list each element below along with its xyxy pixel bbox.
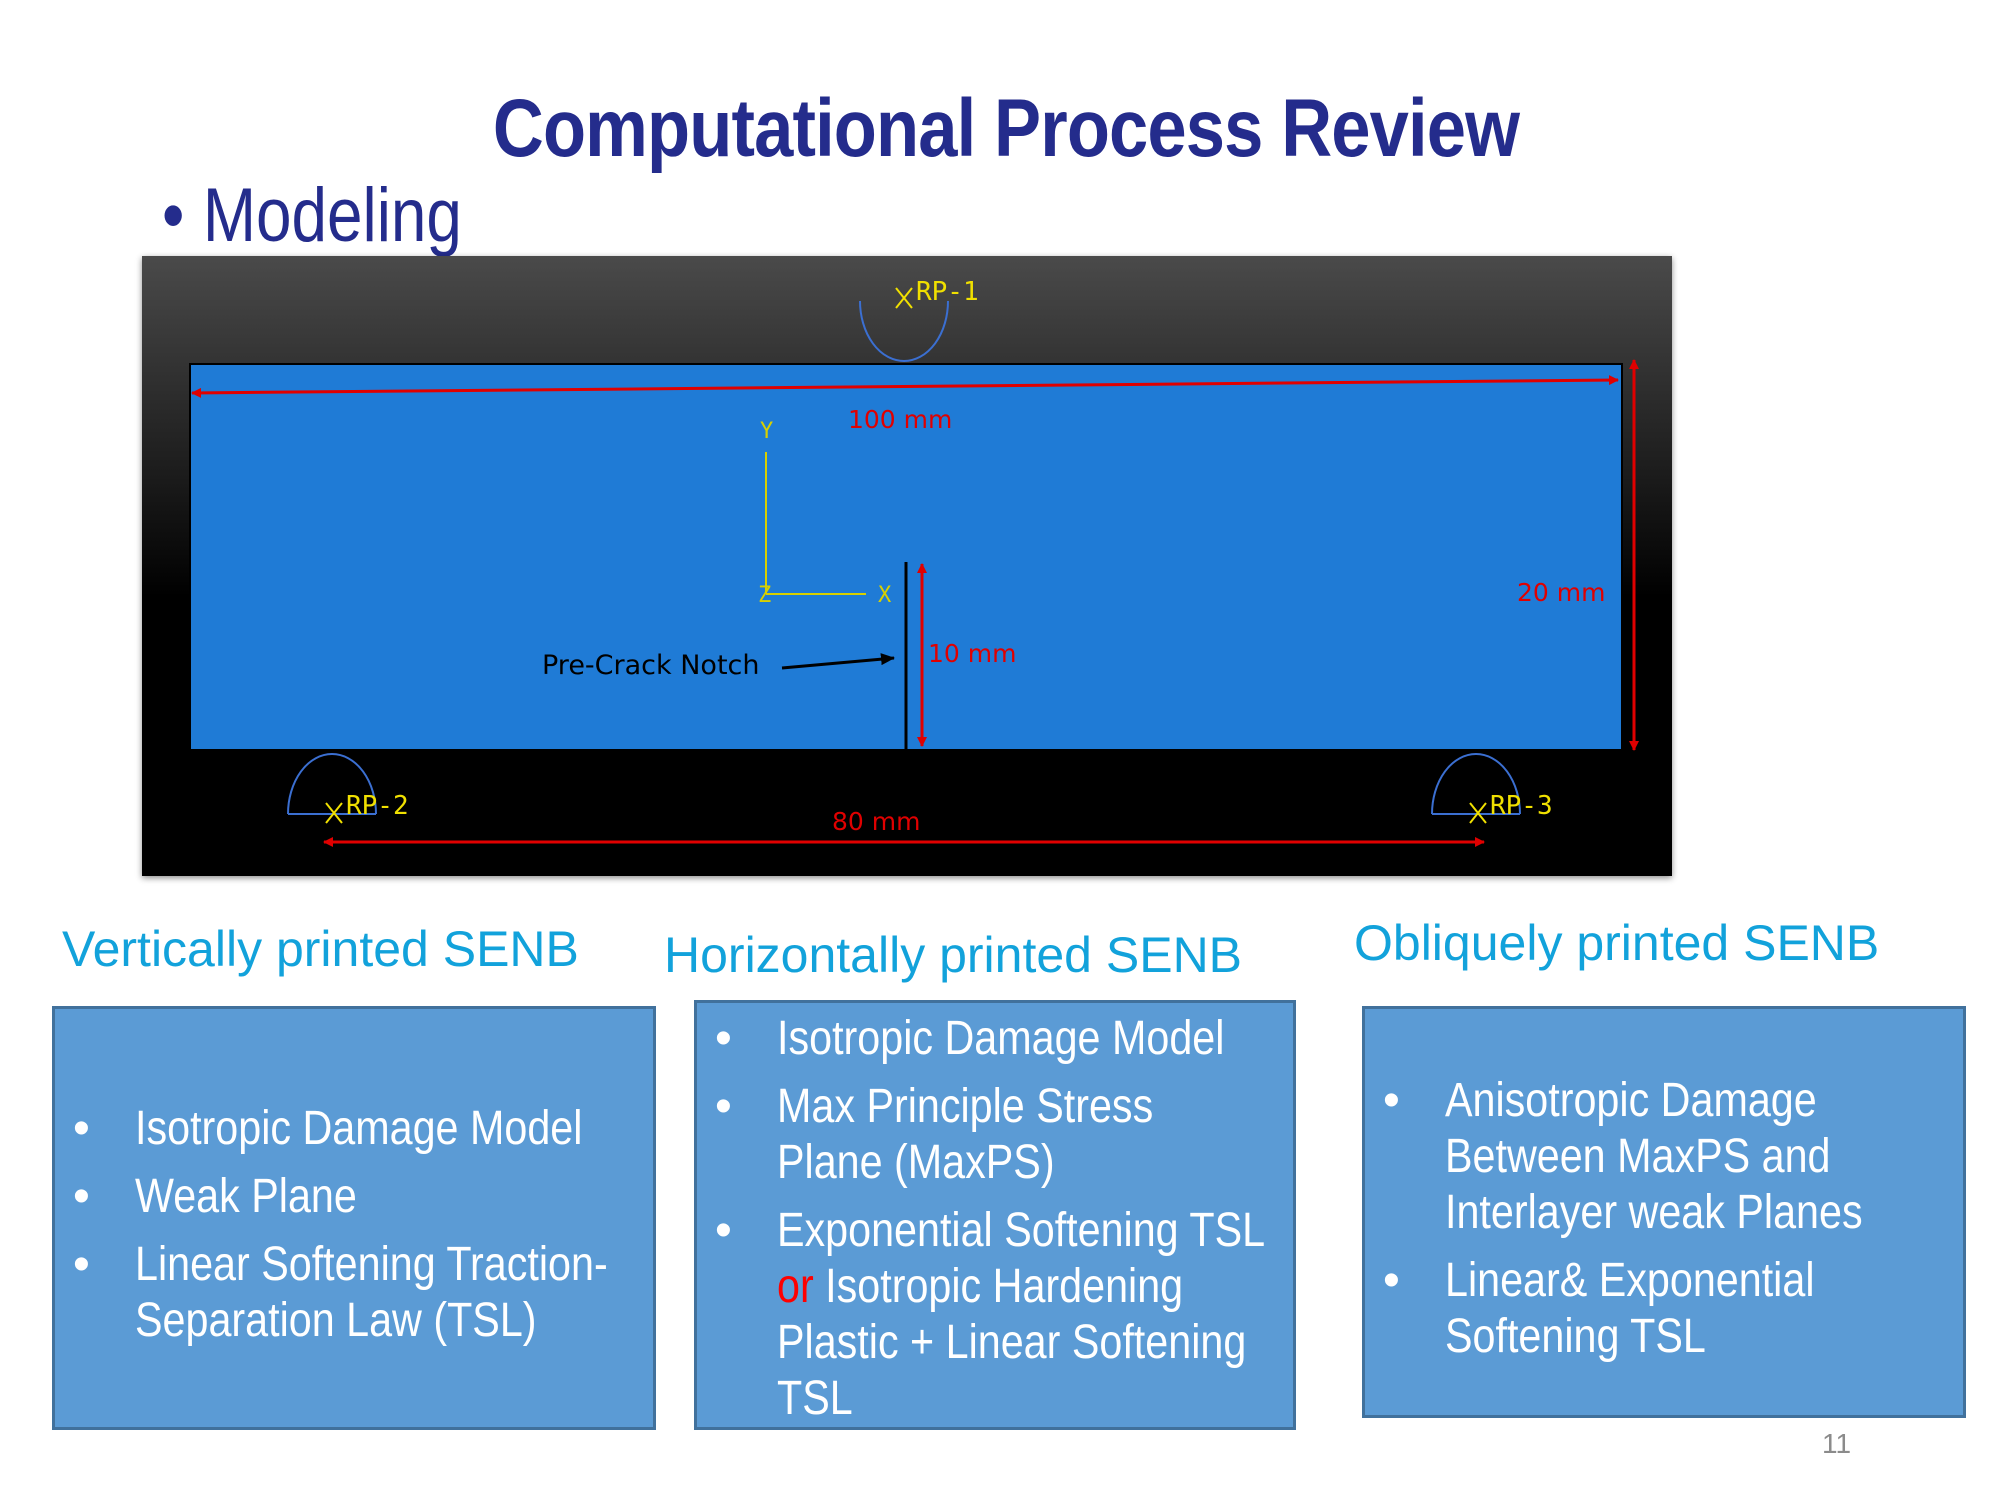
list-horizontally-printed: •Isotropic Damage Model •Max Principle S… — [697, 1011, 1293, 1427]
modeling-bullet: •Modeling — [162, 172, 462, 259]
rp2-roller — [287, 753, 377, 815]
box-horizontally-printed: •Isotropic Damage Model •Max Principle S… — [694, 1000, 1296, 1430]
rp2-label: RP-2 — [346, 791, 409, 821]
rp3-label: RP-3 — [1490, 791, 1553, 821]
list-vertically-printed: •Isotropic Damage Model •Weak Plane •Lin… — [55, 1101, 653, 1349]
page-number: 11 — [1822, 1428, 1852, 1459]
dimension-notch-label: 10 mm — [928, 639, 1016, 668]
dimension-length-line — [191, 375, 1619, 398]
notch-pointer-arrow — [781, 653, 895, 670]
axis-y-label: Y — [760, 419, 773, 444]
dimension-length-label: 100 mm — [848, 405, 952, 434]
axis-x-label: X — [878, 583, 892, 608]
bullet-dot: • — [162, 173, 185, 258]
modeling-label: Modeling — [202, 173, 462, 258]
notch-label: Pre-Crack Notch — [542, 650, 760, 681]
rp1-label: RP-1 — [916, 277, 979, 307]
list-item: •Weak Plane — [73, 1170, 357, 1223]
heading-vertically-printed: Vertically printed SENB — [62, 921, 579, 977]
heading-obliquely-printed: Obliquely printed SENB — [1354, 915, 1880, 971]
rp2-cross-icon — [325, 802, 343, 824]
list-item: •Isotropic Damage Model — [73, 1102, 583, 1155]
senb-model-figure: RP-1 100 mm 20 mm Y X Z 10 mm Pre-Crack … — [142, 256, 1672, 876]
rp3-cross-icon — [1469, 802, 1487, 824]
list-item: •Linear Softening Traction-Separation La… — [73, 1238, 608, 1347]
list-item: •Isotropic Damage Model — [715, 1012, 1225, 1065]
box-vertically-printed: •Isotropic Damage Model •Weak Plane •Lin… — [52, 1006, 656, 1430]
rp1-cross-icon — [895, 287, 913, 309]
rp3-roller — [1431, 753, 1521, 815]
slide-title: Computational Process Review — [492, 83, 1520, 174]
senb-model-svg: RP-1 100 mm 20 mm Y X Z 10 mm Pre-Crack … — [142, 256, 1672, 876]
rp1-roller — [859, 300, 949, 362]
axis-z-label: Z — [758, 583, 771, 608]
heading-horizontally-printed: Horizontally printed SENB — [664, 927, 1243, 983]
or-highlight: or — [777, 1260, 814, 1313]
dimension-height-label: 20 mm — [1517, 578, 1605, 607]
dimension-span-label: 80 mm — [832, 807, 920, 836]
